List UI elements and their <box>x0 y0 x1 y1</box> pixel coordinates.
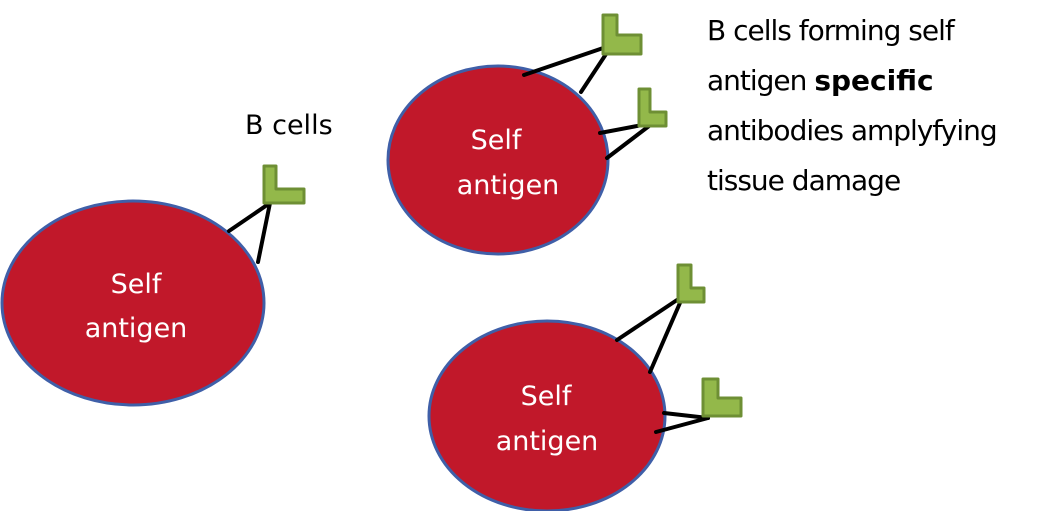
link-line <box>227 201 272 233</box>
cell-label-line1: Self <box>471 125 523 156</box>
cell-body <box>0 199 266 407</box>
antibody-l-shape-icon <box>637 87 668 128</box>
b-cells-label: B cells <box>245 110 333 141</box>
annotation-line2: antigen specific <box>707 56 997 106</box>
antibody-link-left <box>227 201 272 264</box>
cell-body <box>386 64 610 256</box>
link-line <box>615 294 685 342</box>
annotation-line2-start: antigen <box>707 64 807 97</box>
annotation-text: B cells forming self antigen specific an… <box>707 6 998 206</box>
antibody-l-shape-icon <box>262 164 306 205</box>
antibody-links-bottom <box>615 294 710 434</box>
antibody-l-shape-icon <box>676 263 706 304</box>
annotation-line1: B cells forming self <box>707 14 955 47</box>
annotation-line4: tissue damage <box>707 164 901 197</box>
self-antigen-cell-left: Self antigen <box>0 199 266 407</box>
cell-label-line1: Self <box>111 269 163 300</box>
self-antigen-cell-top: Self antigen <box>386 64 610 256</box>
cell-label-line2: antigen <box>85 313 188 344</box>
link-line <box>662 411 710 420</box>
antibody-l-shape-icon <box>701 377 743 418</box>
annotation-line2-bold: specific <box>814 64 934 97</box>
link-line <box>522 43 614 77</box>
link-line <box>648 294 685 374</box>
cell-label-line1: Self <box>521 381 573 412</box>
self-antigen-cell-bottom: Self antigen <box>427 319 667 511</box>
antibody-l-shape-icon <box>601 13 643 56</box>
cell-label-line2: antigen <box>496 426 599 457</box>
cell-body <box>427 319 667 511</box>
cell-label-line2: antigen <box>457 170 560 201</box>
link-line <box>605 121 655 160</box>
annotation-line3: antibodies amplyfying <box>707 114 998 147</box>
link-line <box>654 416 710 434</box>
link-line <box>256 201 272 264</box>
